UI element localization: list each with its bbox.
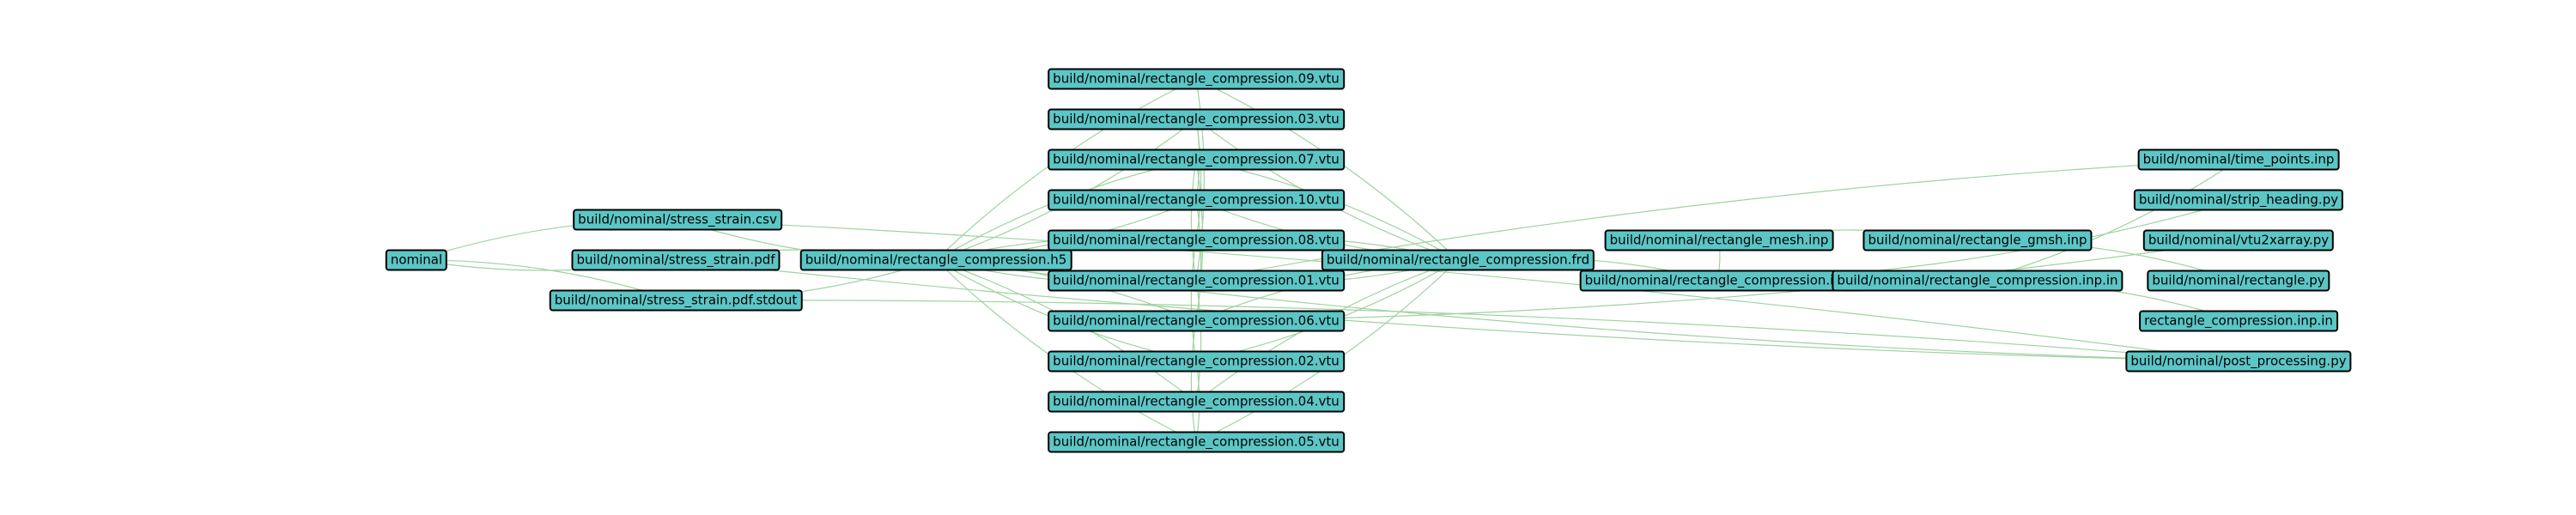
- node-vtu2xarray-py[interactable]: build/nominal/vtu2xarray.py: [2142, 229, 2335, 251]
- node-vtu-02[interactable]: build/nominal/rectangle_compression.02.v…: [1048, 350, 1345, 373]
- node-post-processing-py[interactable]: build/nominal/post_processing.py: [2125, 350, 2352, 373]
- node-rectangle-compression-inp-in[interactable]: build/nominal/rectangle_compression.inp.…: [1832, 270, 2123, 292]
- node-vtu-04[interactable]: build/nominal/rectangle_compression.04.v…: [1048, 391, 1345, 413]
- node-stress-strain-csv[interactable]: build/nominal/stress_strain.csv: [573, 209, 782, 231]
- node-vtu-10[interactable]: build/nominal/rectangle_compression.10.v…: [1048, 189, 1345, 211]
- edge-v08-v02: [1190, 239, 1197, 362]
- edge-v01-v04: [1195, 280, 1202, 403]
- node-vtu-09[interactable]: build/nominal/rectangle_compression.09.v…: [1048, 68, 1345, 90]
- node-time-points-inp[interactable]: build/nominal/time_points.inp: [2137, 148, 2340, 171]
- node-rectangle-compression-inp[interactable]: build/nominal/rectangle_compression.inp: [1579, 270, 1856, 292]
- edge-v01-v09: [1195, 78, 1205, 282]
- node-nominal[interactable]: nominal: [385, 249, 448, 271]
- node-vtu-08[interactable]: build/nominal/rectangle_compression.08.v…: [1048, 229, 1345, 251]
- node-rectangle-mesh-inp[interactable]: build/nominal/rectangle_mesh.inp: [1604, 229, 1834, 251]
- node-rectangle-compression-h5[interactable]: build/nominal/rectangle_compression.h5: [799, 249, 1072, 271]
- edge-vx-v06: [1195, 239, 2239, 322]
- node-stress-strain-pdf-stdout[interactable]: build/nominal/stress_strain.pdf.stdout: [549, 289, 803, 312]
- edge-v07-v01: [1190, 159, 1197, 282]
- node-vtu-06[interactable]: build/nominal/rectangle_compression.06.v…: [1048, 310, 1345, 332]
- node-stress-strain-pdf[interactable]: build/nominal/stress_strain.pdf: [571, 249, 781, 271]
- edge-v08-v03: [1195, 118, 1202, 241]
- edge-pp-pdf: [675, 259, 2239, 362]
- node-rectangle-compression-inp-in-source[interactable]: rectangle_compression.inp.in: [2139, 310, 2338, 332]
- node-strip-heading-py[interactable]: build/nominal/strip_heading.py: [2133, 189, 2344, 211]
- edge-pp-stdout: [675, 300, 2239, 362]
- node-vtu-01[interactable]: build/nominal/rectangle_compression.01.v…: [1048, 270, 1345, 292]
- edge-tp-inpin: [1977, 159, 2239, 282]
- node-rectangle-compression-frd[interactable]: build/nominal/rectangle_compression.frd: [1321, 249, 1595, 271]
- edge-v06-v05: [1190, 320, 1197, 443]
- node-rectangle-gmsh-inp[interactable]: build/nominal/rectangle_gmsh.inp: [1862, 229, 2093, 251]
- node-vtu-03[interactable]: build/nominal/rectangle_compression.03.v…: [1048, 108, 1345, 130]
- node-rectangle-py[interactable]: build/nominal/rectangle.py: [2147, 270, 2330, 292]
- node-vtu-05[interactable]: build/nominal/rectangle_compression.05.v…: [1048, 431, 1345, 453]
- node-vtu-07[interactable]: build/nominal/rectangle_compression.07.v…: [1048, 148, 1345, 171]
- edge-pp-csv: [677, 219, 2239, 362]
